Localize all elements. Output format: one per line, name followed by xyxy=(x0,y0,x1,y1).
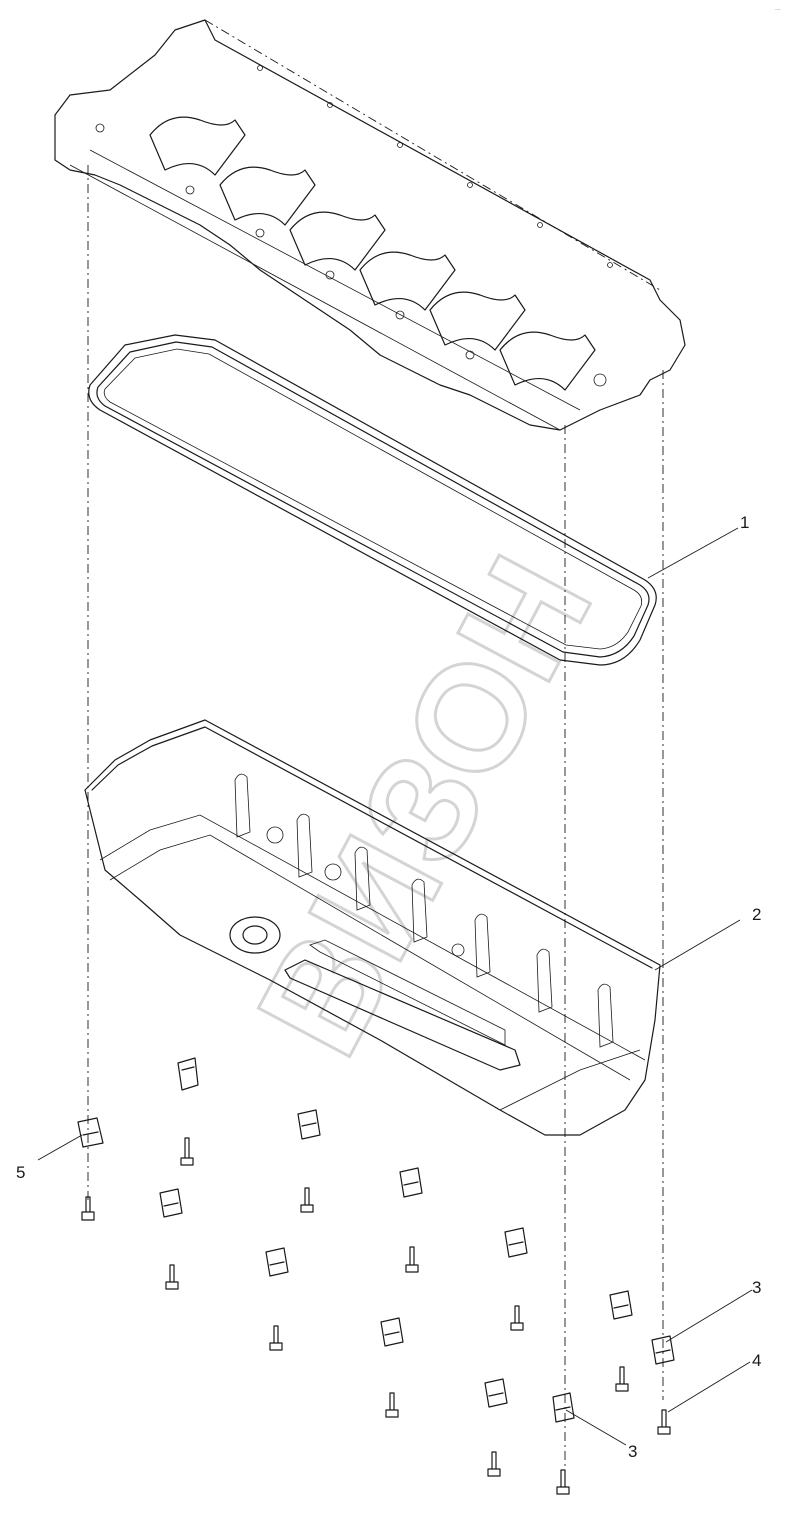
bolt-icon xyxy=(385,1392,399,1418)
watermark: ВИЗОН xyxy=(223,529,625,1082)
svg-text:4: 4 xyxy=(752,1351,761,1370)
bracket-icon xyxy=(159,1188,183,1218)
bolt-icon xyxy=(556,1469,570,1495)
gasket-icon xyxy=(88,334,657,666)
bolt-icon xyxy=(405,1246,419,1273)
bolt-icon xyxy=(165,1264,179,1290)
bolt-icon xyxy=(615,1366,629,1392)
bracket-icon xyxy=(399,1167,423,1198)
engine-block-icon xyxy=(54,19,686,431)
svg-text:3: 3 xyxy=(752,1278,761,1297)
bolt-icon xyxy=(657,1409,671,1435)
brackets xyxy=(77,1057,675,1423)
bolt-icon xyxy=(180,1137,194,1166)
callouts: 1 2 3 3 4 5 xyxy=(16,513,761,1461)
oil-pan-icon xyxy=(84,719,661,1136)
watermark-text: ВИЗОН xyxy=(225,531,624,1081)
bolt-icon xyxy=(300,1187,314,1213)
bolts xyxy=(81,1137,671,1495)
bracket-icon xyxy=(504,1227,528,1258)
svg-text:2: 2 xyxy=(752,905,761,924)
bolt-icon xyxy=(510,1305,524,1331)
bracket-icon xyxy=(297,1109,321,1140)
callout-3-upper: 3 xyxy=(665,1278,761,1343)
pan-ribs xyxy=(234,773,614,1048)
bracket-icon xyxy=(77,1117,104,1148)
bolt-icon xyxy=(81,1196,95,1221)
bracket-icon xyxy=(651,1335,675,1365)
svg-text:5: 5 xyxy=(16,1163,25,1182)
callout-2: 2 xyxy=(654,905,761,971)
callout-4: 4 xyxy=(667,1351,761,1413)
corner-mark: ... xyxy=(775,5,781,12)
svg-text:3: 3 xyxy=(628,1442,637,1461)
callout-5: 5 xyxy=(16,1134,83,1182)
alignment-lines xyxy=(87,165,664,1480)
bolt-icon xyxy=(269,1325,283,1351)
svg-text:1: 1 xyxy=(740,513,749,532)
bracket-icon xyxy=(552,1392,575,1423)
bracket-icon xyxy=(177,1057,199,1091)
bracket-icon xyxy=(609,1290,633,1320)
bolt-icon xyxy=(487,1451,501,1477)
bracket-icon xyxy=(265,1247,289,1277)
callout-3-lower: 3 xyxy=(565,1409,637,1461)
block-bolt-holes xyxy=(95,65,613,387)
drain-plug-icon xyxy=(229,916,281,954)
bracket-icon xyxy=(484,1378,508,1408)
bracket-icon xyxy=(380,1317,404,1347)
bearing-saddles xyxy=(149,116,596,391)
callout-1: 1 xyxy=(647,513,749,579)
